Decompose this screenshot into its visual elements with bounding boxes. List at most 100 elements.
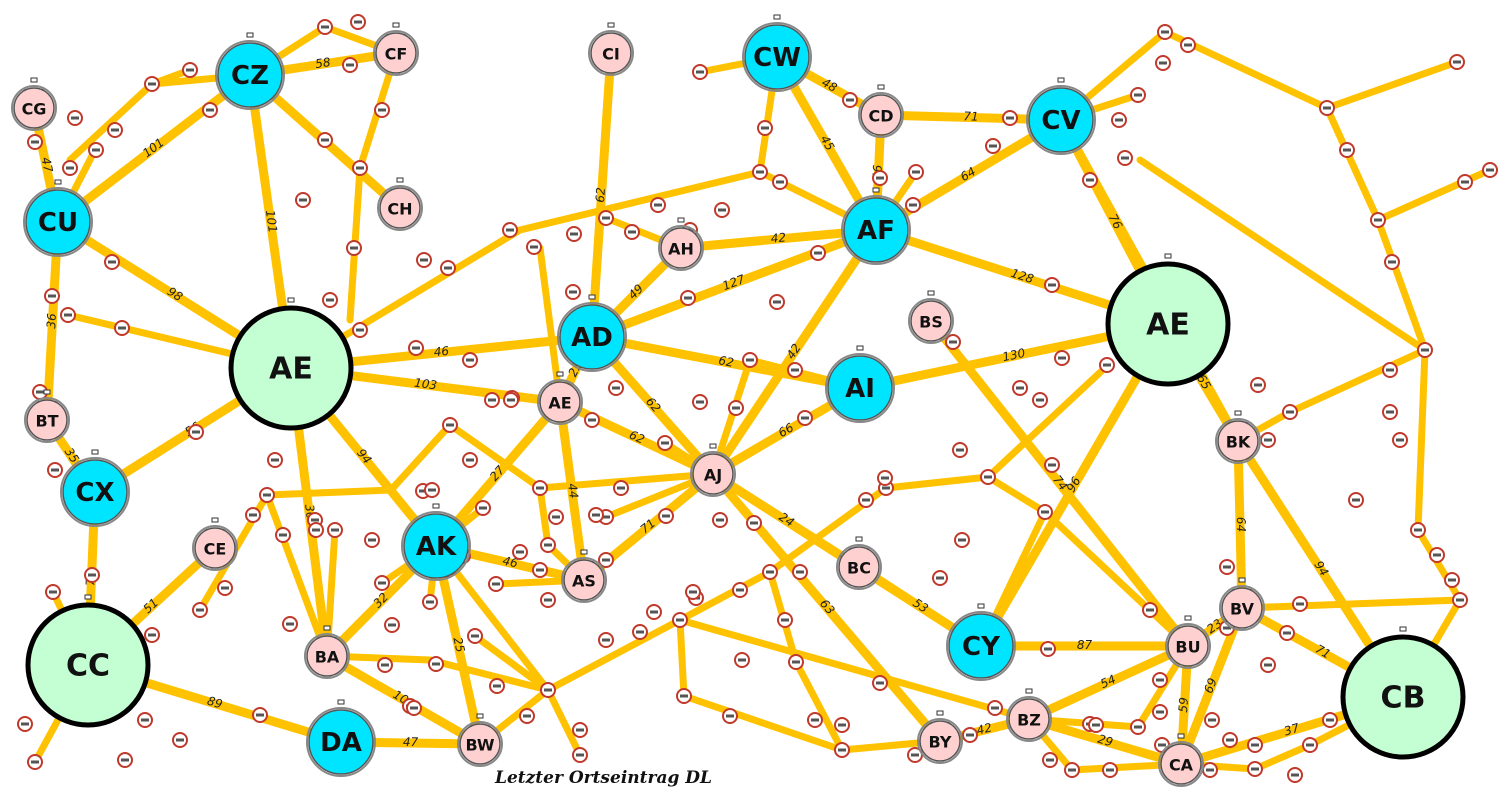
waypoint-marker[interactable] bbox=[364, 532, 380, 548]
waypoint-marker[interactable] bbox=[1410, 522, 1426, 538]
waypoint-marker[interactable] bbox=[1152, 672, 1168, 688]
waypoint-marker[interactable] bbox=[502, 222, 518, 238]
waypoint-marker[interactable] bbox=[1142, 602, 1158, 618]
waypoint-marker[interactable] bbox=[1032, 392, 1048, 408]
waypoint-marker[interactable] bbox=[1044, 277, 1060, 293]
node-ae3[interactable]: AE bbox=[1105, 253, 1231, 387]
waypoint-marker[interactable] bbox=[84, 567, 100, 583]
waypoint-marker[interactable] bbox=[908, 164, 924, 180]
waypoint-marker[interactable] bbox=[650, 197, 666, 213]
waypoint-marker[interactable] bbox=[67, 110, 83, 126]
waypoint-marker[interactable] bbox=[503, 392, 519, 408]
waypoint-marker[interactable] bbox=[374, 102, 390, 118]
waypoint-marker[interactable] bbox=[905, 197, 921, 213]
waypoint-marker[interactable] bbox=[1457, 174, 1473, 190]
waypoint-marker[interactable] bbox=[1247, 761, 1263, 777]
waypoint-marker[interactable] bbox=[952, 442, 968, 458]
waypoint-marker[interactable] bbox=[352, 322, 368, 338]
waypoint-marker[interactable] bbox=[680, 290, 696, 306]
waypoint-marker[interactable] bbox=[1102, 762, 1118, 778]
waypoint-marker[interactable] bbox=[188, 424, 204, 440]
waypoint-marker[interactable] bbox=[540, 537, 556, 553]
waypoint-marker[interactable] bbox=[987, 700, 1003, 716]
waypoint-marker[interactable] bbox=[834, 717, 850, 733]
waypoint-marker[interactable] bbox=[1384, 254, 1400, 270]
waypoint-marker[interactable] bbox=[797, 410, 813, 426]
waypoint-marker[interactable] bbox=[598, 632, 614, 648]
waypoint-marker[interactable] bbox=[985, 138, 1001, 154]
waypoint-marker[interactable] bbox=[572, 747, 588, 763]
node-bk[interactable]: BK bbox=[1215, 410, 1261, 464]
waypoint-marker[interactable] bbox=[1152, 704, 1168, 720]
waypoint-marker[interactable] bbox=[144, 76, 160, 92]
waypoint-marker[interactable] bbox=[810, 245, 826, 261]
waypoint-marker[interactable] bbox=[1040, 641, 1056, 657]
waypoint-marker[interactable] bbox=[757, 120, 773, 136]
waypoint-marker[interactable] bbox=[1250, 377, 1266, 393]
waypoint-marker[interactable] bbox=[1219, 559, 1235, 575]
node-cz[interactable]: CZ bbox=[215, 32, 285, 110]
waypoint-marker[interactable] bbox=[519, 708, 535, 724]
node-cy[interactable]: CY bbox=[946, 603, 1016, 681]
node-bs[interactable]: BS bbox=[908, 290, 954, 344]
node-cb[interactable]: CB bbox=[1340, 626, 1466, 760]
waypoint-marker[interactable] bbox=[327, 522, 343, 538]
waypoint-marker[interactable] bbox=[1247, 737, 1263, 753]
node-ce[interactable]: CE bbox=[192, 517, 238, 571]
waypoint-marker[interactable] bbox=[1292, 596, 1308, 612]
node-aj[interactable]: AJ bbox=[690, 443, 736, 497]
waypoint-marker[interactable] bbox=[540, 682, 556, 698]
waypoint-marker[interactable] bbox=[475, 500, 491, 516]
waypoint-marker[interactable] bbox=[1054, 350, 1070, 366]
node-bt[interactable]: BT bbox=[24, 389, 70, 443]
waypoint-marker[interactable] bbox=[1012, 380, 1028, 396]
waypoint-marker[interactable] bbox=[182, 62, 198, 78]
waypoint-marker[interactable] bbox=[588, 507, 604, 523]
node-cf[interactable]: CF bbox=[373, 22, 419, 76]
waypoint-marker[interactable] bbox=[47, 462, 63, 478]
waypoint-marker[interactable] bbox=[762, 564, 778, 580]
waypoint-marker[interactable] bbox=[945, 334, 961, 350]
waypoint-marker[interactable] bbox=[422, 594, 438, 610]
waypoint-marker[interactable] bbox=[1222, 732, 1238, 748]
waypoint-marker[interactable] bbox=[712, 512, 728, 528]
waypoint-marker[interactable] bbox=[45, 584, 61, 600]
waypoint-marker[interactable] bbox=[295, 192, 311, 208]
node-cd[interactable]: CD bbox=[858, 84, 904, 138]
node-ae2[interactable]: AE bbox=[537, 371, 583, 425]
waypoint-marker[interactable] bbox=[692, 64, 708, 80]
waypoint-marker[interactable] bbox=[192, 602, 208, 618]
node-bc[interactable]: BC bbox=[836, 536, 882, 590]
waypoint-marker[interactable] bbox=[462, 352, 478, 368]
waypoint-marker[interactable] bbox=[1099, 357, 1115, 373]
node-cg[interactable]: CG bbox=[11, 77, 57, 131]
node-bv[interactable]: BV bbox=[1219, 577, 1265, 631]
node-af[interactable]: AF bbox=[841, 187, 911, 265]
waypoint-marker[interactable] bbox=[788, 654, 804, 670]
node-bw[interactable]: BW bbox=[457, 713, 503, 767]
waypoint-marker[interactable] bbox=[1260, 432, 1276, 448]
waypoint-marker[interactable] bbox=[44, 288, 60, 304]
waypoint-marker[interactable] bbox=[317, 132, 333, 148]
node-ch[interactable]: CH bbox=[377, 177, 423, 231]
waypoint-marker[interactable] bbox=[1417, 342, 1433, 358]
waypoint-marker[interactable] bbox=[322, 292, 338, 308]
waypoint-marker[interactable] bbox=[772, 174, 788, 190]
waypoint-marker[interactable] bbox=[88, 142, 104, 158]
waypoint-marker[interactable] bbox=[17, 716, 33, 732]
waypoint-marker[interactable] bbox=[858, 492, 874, 508]
waypoint-marker[interactable] bbox=[834, 742, 850, 758]
waypoint-marker[interactable] bbox=[1382, 362, 1398, 378]
waypoint-marker[interactable] bbox=[1429, 547, 1445, 563]
waypoint-marker[interactable] bbox=[1082, 172, 1098, 188]
waypoint-marker[interactable] bbox=[532, 562, 548, 578]
waypoint-marker[interactable] bbox=[377, 657, 393, 673]
node-cw[interactable]: CW bbox=[742, 14, 812, 92]
waypoint-marker[interactable] bbox=[787, 362, 803, 378]
waypoint-marker[interactable] bbox=[672, 612, 688, 628]
waypoint-marker[interactable] bbox=[342, 57, 358, 73]
waypoint-marker[interactable] bbox=[792, 564, 808, 580]
waypoint-marker[interactable] bbox=[1339, 142, 1355, 158]
waypoint-marker[interactable] bbox=[658, 508, 674, 524]
node-ca[interactable]: CA bbox=[1158, 733, 1204, 787]
